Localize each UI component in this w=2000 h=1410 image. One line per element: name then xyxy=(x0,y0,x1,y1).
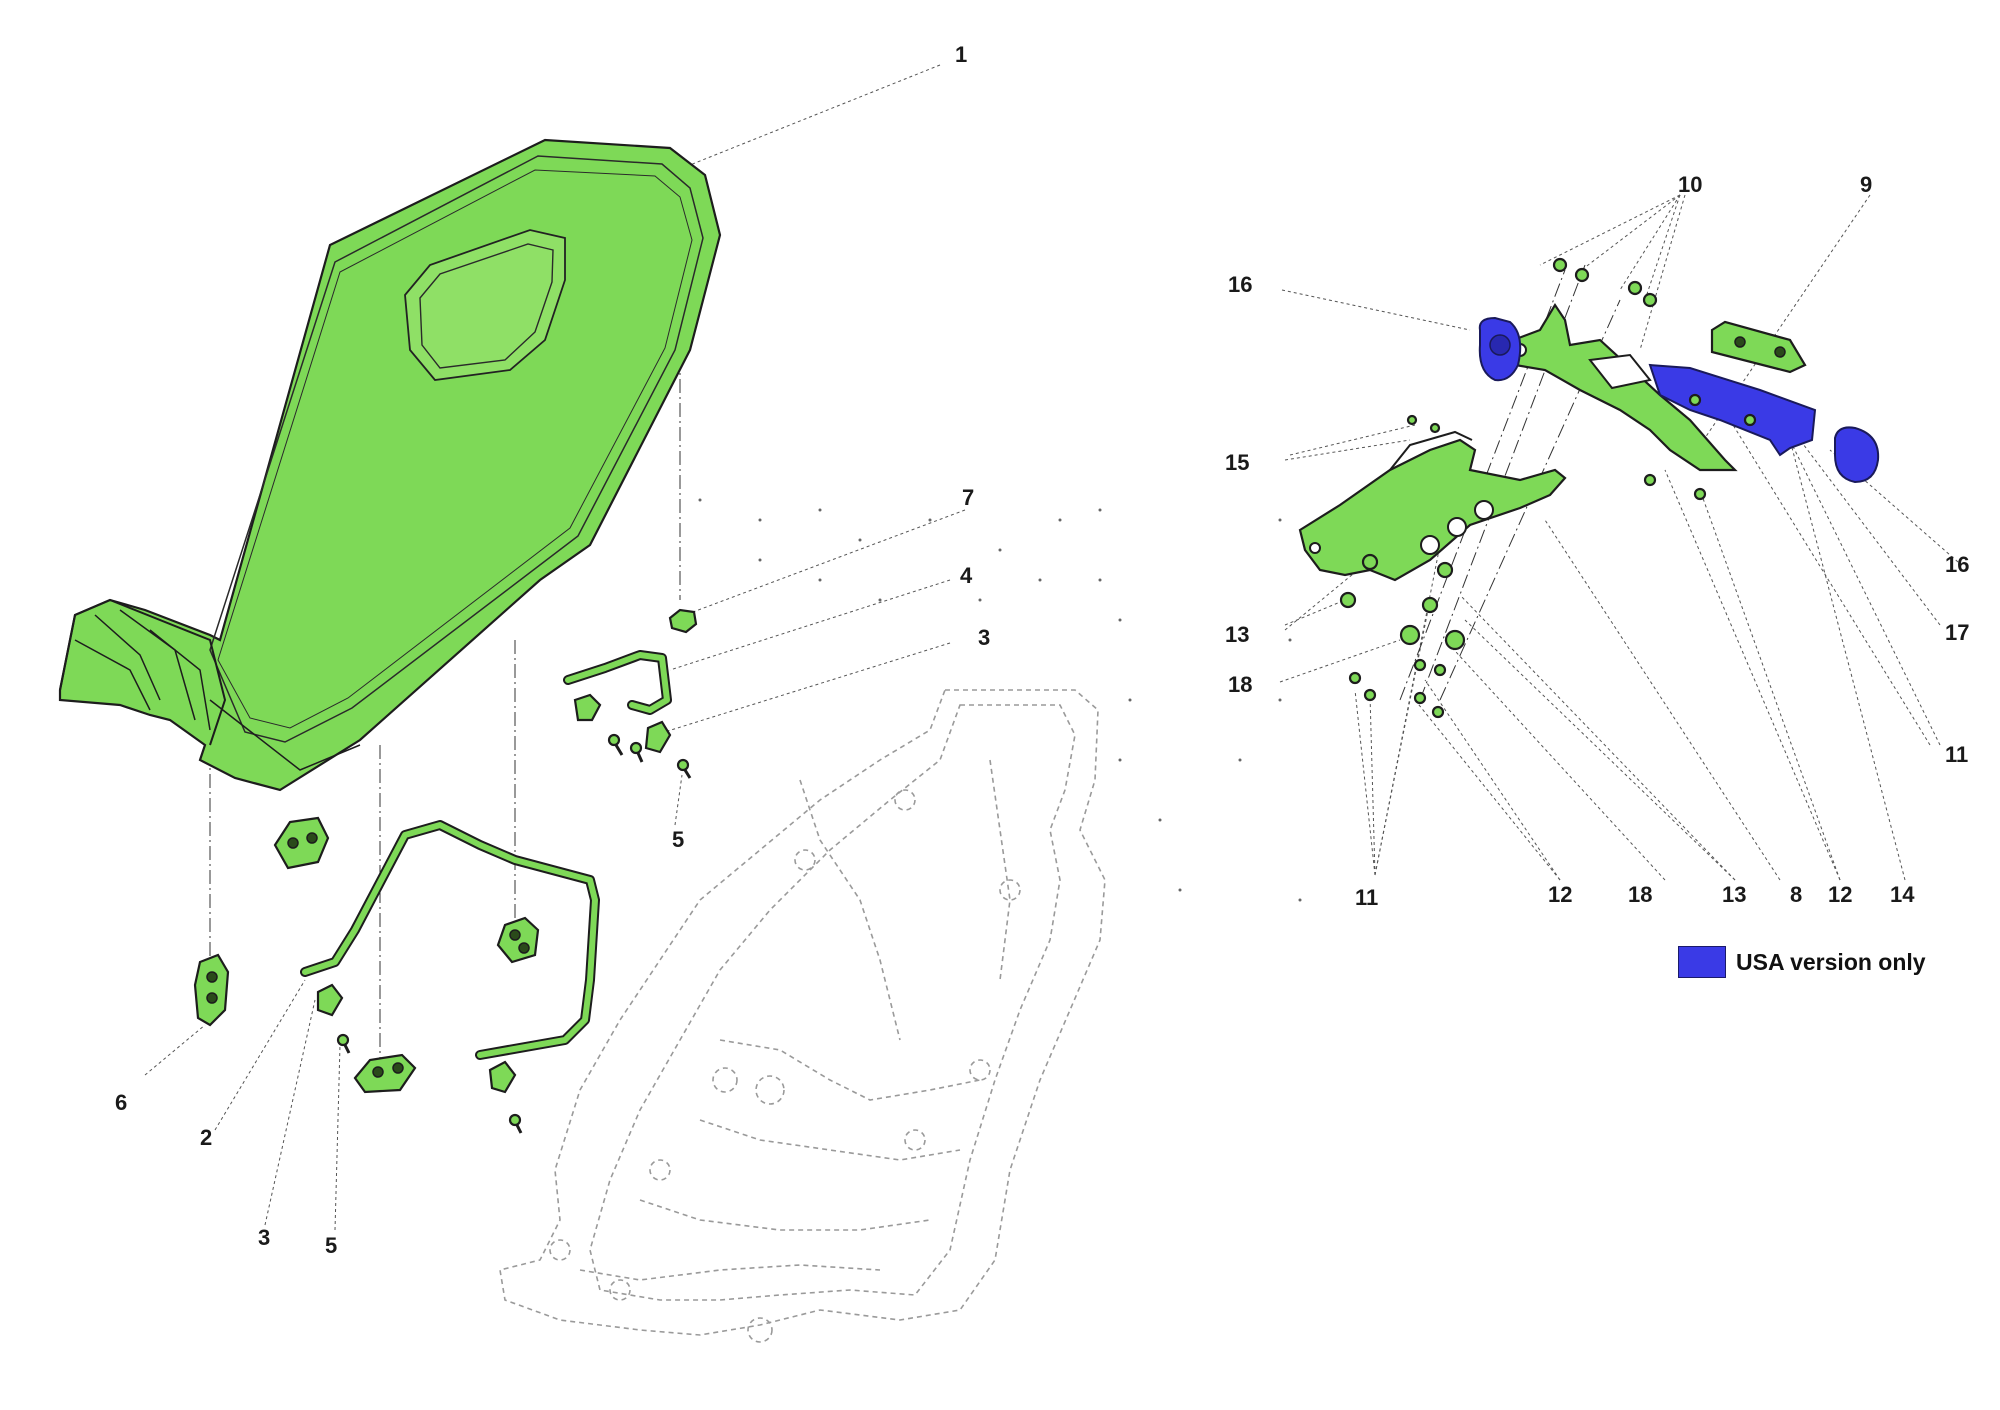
callout-6: 6 xyxy=(115,1090,127,1115)
callout-11: 11 xyxy=(1355,885,1378,910)
fastener-group-right xyxy=(1339,257,1757,719)
seat-support-tube xyxy=(300,820,600,1060)
scatter-dots xyxy=(698,498,1302,902)
bolt xyxy=(607,733,624,756)
callout-3: 3 xyxy=(978,625,990,650)
callout-13: 13 xyxy=(1225,622,1249,647)
rubber-pad xyxy=(496,916,540,964)
clamp xyxy=(573,693,602,722)
leader-lines-left xyxy=(144,64,966,1231)
callout-5: 5 xyxy=(672,827,684,852)
bolt xyxy=(676,758,692,779)
callout-9: 9 xyxy=(1860,172,1872,197)
reflector-plate xyxy=(1710,320,1807,374)
seat xyxy=(58,138,722,792)
rubber-pad-group xyxy=(193,816,540,1094)
usa-light-housing-right xyxy=(1834,426,1880,484)
callout-18: 18 xyxy=(1628,882,1652,907)
fastener-group-left xyxy=(316,608,698,1134)
callout-13: 13 xyxy=(1722,882,1746,907)
legend-swatch-usa xyxy=(1678,946,1726,978)
callout-11: 11 xyxy=(1945,742,1968,767)
usa-light-housing-left xyxy=(1478,316,1522,382)
callout-12: 12 xyxy=(1828,882,1852,907)
callout-1: 1 xyxy=(955,42,967,67)
nut xyxy=(668,608,698,634)
callout-7: 7 xyxy=(962,485,974,510)
callout-17: 17 xyxy=(1945,620,1969,645)
callout-2: 2 xyxy=(200,1125,212,1150)
callout-15: 15 xyxy=(1225,450,1249,475)
plate-light-bracket xyxy=(1298,430,1567,582)
callout-3: 3 xyxy=(258,1225,270,1250)
clamp xyxy=(488,1060,517,1094)
rubber-pad xyxy=(353,1053,417,1094)
rubber-pad xyxy=(273,816,330,870)
callout-12: 12 xyxy=(1548,882,1572,907)
callout-4: 4 xyxy=(960,563,973,588)
bolt xyxy=(629,741,644,763)
callout-16: 16 xyxy=(1228,272,1252,297)
callout-18: 18 xyxy=(1228,672,1252,697)
rubber-pad xyxy=(193,953,230,1027)
bolt xyxy=(336,1033,351,1054)
callout-8: 8 xyxy=(1790,882,1802,907)
clamp xyxy=(316,983,344,1017)
legend-label: USA version only xyxy=(1736,948,1926,975)
callout-14: 14 xyxy=(1890,882,1915,907)
callout-16: 16 xyxy=(1945,552,1969,577)
clamp xyxy=(644,720,672,754)
bolt xyxy=(508,1113,523,1134)
frame-ghost-outline xyxy=(499,689,1106,1343)
usa-mud-flap-bar xyxy=(1648,363,1817,457)
rear-hook-tube xyxy=(563,650,672,715)
callout-10: 10 xyxy=(1678,172,1702,197)
callout-labels: 1 2 3 3 4 5 5 6 7 8 9 10 11 11 12 12 13 … xyxy=(115,42,1969,1258)
legend: USA version only xyxy=(1678,946,1926,978)
callout-5: 5 xyxy=(325,1233,337,1258)
